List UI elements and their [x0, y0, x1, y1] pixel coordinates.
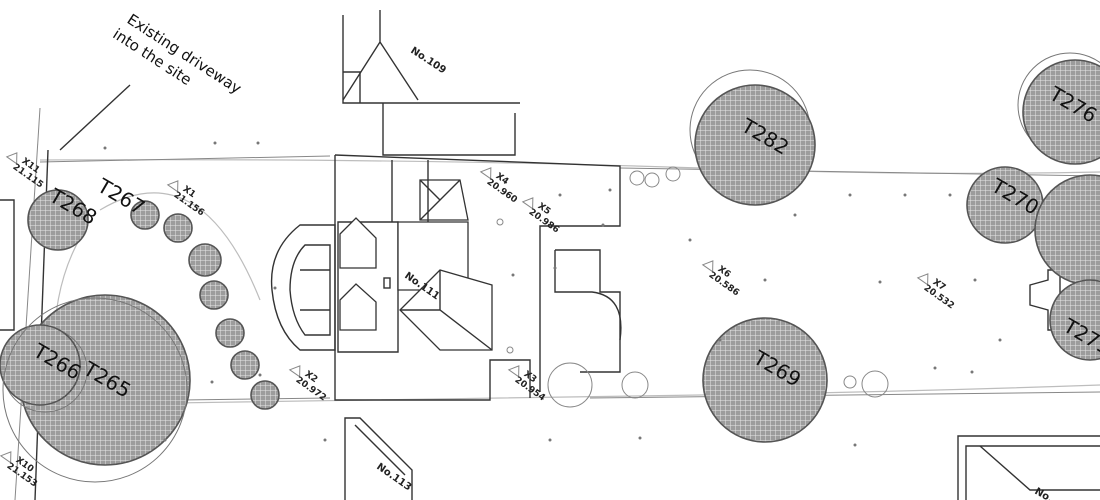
- tree-canopy-t269: [702, 317, 828, 443]
- house-right: No.: [957, 269, 1100, 500]
- tree-canopy-t268: [27, 189, 89, 251]
- hedge-tree: [188, 243, 222, 277]
- house-no113: No.113: [344, 417, 413, 500]
- small-tree-circle: [506, 346, 514, 354]
- hedge-tree: [250, 380, 280, 410]
- svg-text:Existing driveway into t: Existing driveway into the site: [110, 8, 249, 117]
- spot-level-x4: X4 20.960: [479, 167, 519, 205]
- spot-level-x1: X1 21.156: [166, 180, 206, 218]
- spot-level-x7: X7 20.532: [916, 273, 956, 311]
- small-tree-circle: [665, 166, 681, 182]
- small-tree-circle: [496, 218, 504, 226]
- tree-canopy-t265-outer: [2, 297, 188, 483]
- tree-canopies: [0, 52, 1100, 483]
- tree-labels: T282 T276 T270 T269 T268 T267 T266 T265 …: [29, 81, 1100, 402]
- spot-level-x11: X11 21.115: [5, 152, 45, 190]
- tree-canopy-t282: [694, 84, 816, 206]
- tree-canopy-t276: [1022, 59, 1100, 165]
- small-tree-circle: [843, 375, 857, 389]
- house-no111: No.111: [270, 154, 622, 401]
- driveway-annotation: Existing driveway into the site: [59, 8, 249, 151]
- tree-canopy-t271: [1049, 279, 1100, 361]
- spot-level-x2: X2 20.972: [288, 365, 328, 403]
- hedge-tree: [230, 350, 260, 380]
- small-tree-circle: [861, 370, 889, 398]
- hedge-tree: [215, 318, 245, 348]
- tree-canopy-t266: [0, 324, 81, 406]
- house-label-no109: No.109: [408, 45, 447, 76]
- small-tree-circle: [644, 172, 660, 188]
- house-label-right: No.: [1033, 486, 1055, 500]
- hedge-tree: [163, 213, 193, 243]
- spot-level-x6: X6 20.586: [701, 260, 741, 298]
- tree-label-t267: T267: [93, 173, 150, 219]
- survey-markers: [103, 141, 1002, 447]
- minor-trees: [130, 166, 889, 410]
- house-no109: No.109: [342, 10, 520, 156]
- spot-level-x10: X10 21.153: [0, 451, 39, 489]
- small-tree-circle: [547, 362, 593, 408]
- hedge-tree: [199, 280, 229, 310]
- small-tree-circle: [621, 371, 649, 399]
- hedge-tree: [130, 200, 160, 230]
- tree-canopy-cluster: [1034, 174, 1100, 286]
- spot-level-x5: X5 20.986: [521, 197, 561, 235]
- small-tree-circle: [629, 170, 645, 186]
